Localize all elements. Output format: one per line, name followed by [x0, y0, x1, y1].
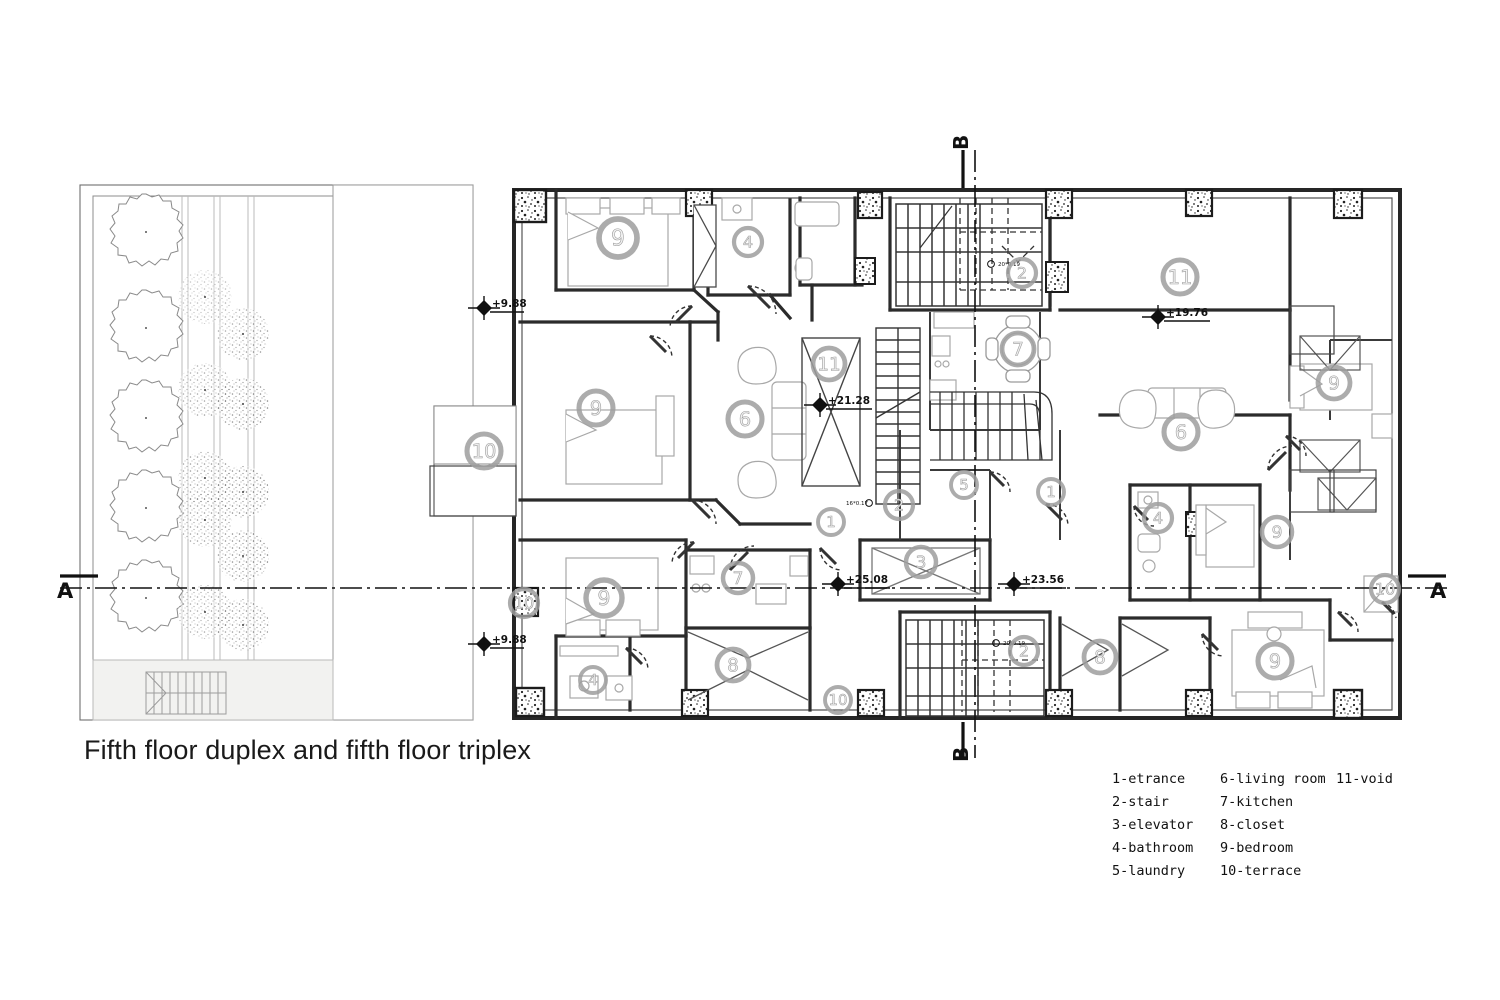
room-marker-label: 2 — [894, 496, 904, 515]
svg-text:16*0.17: 16*0.17 — [846, 501, 868, 507]
building-plan-group — [429, 188, 1402, 720]
svg-text:+25.08: +25.08 — [846, 574, 888, 586]
room-marker: 11 — [810, 345, 848, 383]
room-marker-label: 9 — [597, 586, 610, 610]
room-marker-label: 9 — [1269, 650, 1281, 673]
legend-row: 5-laundry 10-terrace — [1112, 860, 1393, 883]
legend-item: 9-bedroom — [1220, 840, 1294, 856]
elevation-marker: +25.08 — [822, 572, 890, 596]
elevation-marker: +21.28 — [804, 393, 872, 417]
room-marker: 2 — [1005, 256, 1039, 290]
room-marker-label: 9 — [1272, 523, 1283, 543]
elevation-marker: +23.56 — [998, 572, 1066, 596]
room-marker: 9 — [1259, 514, 1295, 550]
room-marker-label: 4 — [743, 233, 753, 252]
elevation-marker: +9.88 — [468, 632, 527, 656]
svg-text:+9.88: +9.88 — [492, 634, 527, 646]
room-marker: 10 — [1368, 572, 1402, 606]
room-marker-label: 11 — [817, 354, 840, 375]
section-label-a-left: A — [57, 579, 74, 603]
svg-text:+9.88: +9.88 — [492, 298, 527, 310]
room-marker-label: 9 — [590, 397, 602, 420]
room-marker-label: 2 — [1017, 264, 1027, 283]
room-marker-label: 9 — [611, 227, 625, 252]
svg-text:+21.28: +21.28 — [828, 395, 870, 407]
room-marker-label: 1 — [826, 513, 836, 531]
svg-text:+23.56: +23.56 — [1022, 574, 1064, 586]
room-marker-label: 7 — [1012, 339, 1024, 360]
room-marker: 10 — [823, 685, 853, 715]
legend-item: 8-closet — [1220, 817, 1286, 833]
room-marker-label: 7 — [733, 569, 744, 589]
room-marker: 8 — [1081, 638, 1119, 676]
room-marker: 1 — [1036, 477, 1066, 507]
room-marker-label: 10 — [828, 691, 847, 709]
room-marker-label: 8 — [1094, 647, 1106, 668]
legend-item: 2-stair — [1112, 794, 1169, 810]
page-title: Fifth floor duplex and fifth floor tripl… — [84, 735, 531, 765]
legend-item: 10-terrace — [1220, 863, 1302, 879]
room-marker: 11 — [1160, 257, 1200, 297]
svg-text:+19.76: +19.76 — [1166, 307, 1208, 319]
room-marker: 4 — [578, 665, 608, 695]
room-marker-label: 4 — [588, 671, 598, 689]
room-marker: 6 — [725, 399, 765, 439]
legend-row: 2-stair 7-kitchen — [1112, 791, 1393, 814]
room-marker-label: 6 — [1175, 421, 1187, 444]
room-marker-label: 3 — [916, 553, 927, 573]
room-marker: 7 — [720, 560, 756, 596]
room-marker: 5 — [949, 470, 979, 500]
room-marker: 9 — [596, 216, 640, 260]
room-marker-label: 10 — [472, 440, 497, 463]
section-lines-group — [60, 150, 1448, 760]
room-marker: 2 — [1007, 634, 1041, 668]
room-marker-label: 10 — [1375, 580, 1395, 599]
room-marker-label: 4 — [1153, 509, 1163, 528]
room-marker-label: 8 — [727, 655, 739, 676]
legend-row: 1-etrance 6-living room 11-void — [1112, 768, 1393, 791]
legend: 1-etrance 6-living room 11-void 2-stair 7-k… — [1112, 768, 1393, 883]
room-marker-label: 5 — [959, 476, 969, 494]
legend-item: 1-etrance — [1112, 771, 1186, 787]
room-marker-label: 6 — [739, 408, 751, 431]
room-marker-label: 9 — [1328, 373, 1340, 394]
elevation-marker: +9.88 — [468, 296, 527, 320]
legend-row: 3-elevator 8-closet — [1112, 814, 1393, 837]
room-marker: 3 — [903, 544, 939, 580]
section-label-a-right: A — [1430, 579, 1447, 603]
legend-item: 6-living room — [1220, 771, 1326, 787]
legend-item: 7-kitchen — [1220, 794, 1294, 810]
site-plan-group — [79, 184, 474, 721]
room-marker: 7 — [999, 330, 1037, 368]
legend-item: 4-bathroom — [1112, 840, 1194, 856]
room-marker: 10 — [507, 586, 541, 620]
room-marker: 9 — [1255, 641, 1295, 681]
room-marker: 10 — [464, 431, 504, 471]
legend-item: 3-elevator — [1112, 817, 1194, 833]
elevation-markers-group: +9.88 +9.88 +21.28 +25.08 — [468, 296, 1210, 656]
room-marker: 9 — [583, 577, 625, 619]
room-marker-label: 10 — [514, 594, 534, 613]
room-marker: 9 — [1315, 364, 1353, 402]
room-marker-label: 1 — [1046, 483, 1056, 501]
section-label-b-bottom: B — [949, 747, 973, 762]
room-marker: 2 — [882, 488, 916, 522]
elevation-marker: +19.76 — [1142, 305, 1210, 329]
room-marker: 1 — [816, 507, 846, 537]
room-marker: 4 — [731, 225, 765, 259]
room-marker: 9 — [576, 388, 616, 428]
room-marker: 4 — [1141, 501, 1175, 535]
legend-item: 11-void — [1336, 771, 1393, 787]
room-marker: 8 — [714, 646, 752, 684]
room-marker-label: 11 — [1168, 266, 1193, 289]
legend-item: 5-laundry — [1112, 863, 1186, 879]
room-marker: 6 — [1161, 412, 1201, 452]
section-label-b-top: B — [949, 135, 973, 150]
room-marker-label: 2 — [1019, 642, 1029, 661]
legend-row: 4-bathroom 9-bedroom — [1112, 837, 1393, 860]
